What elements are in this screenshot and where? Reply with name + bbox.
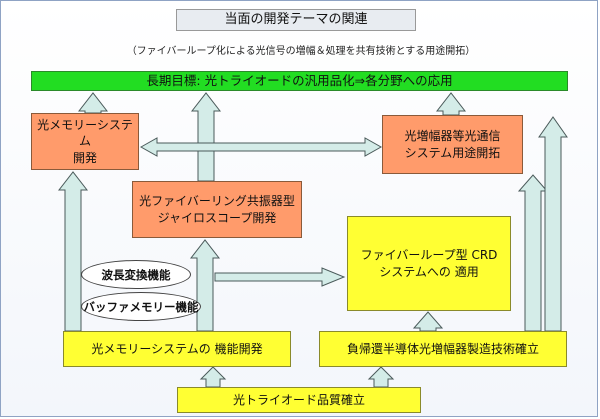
arrow-amplifier-to-goal bbox=[435, 92, 467, 116]
arrow-function-to-crd bbox=[214, 267, 346, 287]
arrow-semiconductor-to-crd bbox=[412, 311, 444, 332]
arrow-triode-to-semiconductor bbox=[367, 366, 395, 388]
arrow-memory-amplifier-link bbox=[139, 137, 383, 157]
arrow-triode-to-memory-function bbox=[199, 366, 227, 388]
fiber-ring-gyro-box: 光ファイバーリング共振器型 ジャイロスコープ開発 bbox=[132, 181, 302, 238]
arrow-function-to-gyro bbox=[189, 239, 221, 332]
fiber-loop-crd-box: ファイバーループ型 CRD システムへの 適用 bbox=[347, 216, 511, 311]
optical-memory-function-dev-box: 光メモリーシステムの 機能開発 bbox=[63, 331, 291, 367]
negative-feedback-semiconductor-box: 負帰還半導体光増幅器製造技術確立 bbox=[319, 331, 567, 367]
optical-memory-system-dev-box: 光メモリーシステム 開発 bbox=[31, 113, 139, 170]
wavelength-conversion-ellipse: 波長変換機能 bbox=[81, 260, 191, 289]
arrow-gyro-to-goal bbox=[190, 92, 222, 182]
arrow-semiconductor-to-amplifier-inner bbox=[517, 174, 549, 332]
triode-quality-box: 光トライオード品質確立 bbox=[177, 387, 421, 413]
arrow-semiconductor-to-goal-outer bbox=[538, 116, 568, 332]
optical-amplifier-app-box: 光増幅器等光通信 システム用途開拓 bbox=[382, 115, 523, 174]
buffer-memory-ellipse: バッファメモリー機能 bbox=[81, 292, 201, 321]
diagram-title: 当面の開発テーマの関連 bbox=[176, 9, 416, 31]
diagram-subtitle: （ファイバーループ化による光信号の増幅＆処理を共有技術とする用途開拓） bbox=[126, 46, 476, 57]
arrow-memory-system-to-goal bbox=[77, 92, 109, 114]
long-term-goal-banner: 長期目標: 光トライオードの汎用品化⇒各分野への応用 bbox=[31, 71, 568, 91]
